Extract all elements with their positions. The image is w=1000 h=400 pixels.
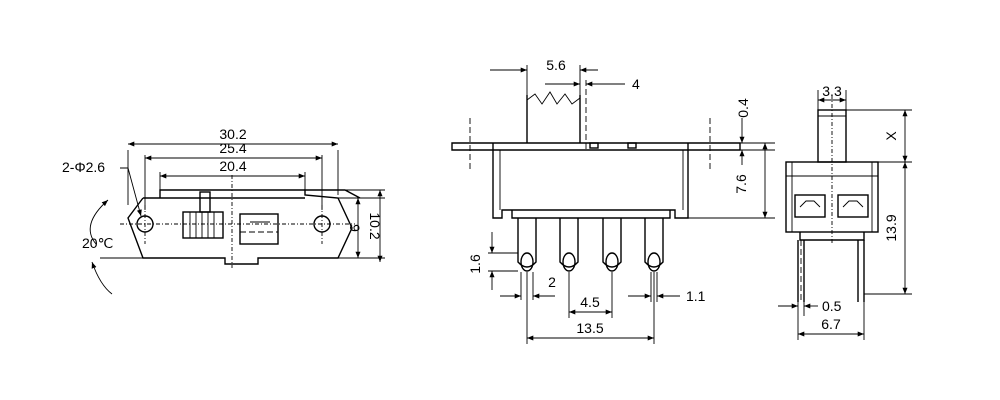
dim-tab-label: 0.4 xyxy=(735,98,751,118)
end-actuator xyxy=(817,109,847,163)
dim-width-label: 6.7 xyxy=(821,316,841,332)
end-contact-left xyxy=(794,194,826,218)
dim-x-label: X xyxy=(883,131,899,141)
end-contact-left-detail xyxy=(799,200,821,208)
side-actuator-break xyxy=(526,91,581,105)
end-contact-right-detail xyxy=(842,200,864,208)
dim-offset-label: 4 xyxy=(632,76,640,92)
dim-body-label: 20.4 xyxy=(219,158,246,174)
end-view: 3.3 X 13.9 0.5 6.7 xyxy=(778,83,912,340)
end-pin-left xyxy=(797,240,805,302)
side-pins xyxy=(517,218,664,272)
side-mount-plate xyxy=(451,142,741,151)
dim-pin-width-label: 2 xyxy=(548,274,556,290)
dim-pin-span-label: 13.5 xyxy=(576,320,603,336)
dim-height-label: 13.9 xyxy=(883,214,899,241)
side-detent xyxy=(589,142,599,149)
dim-body-height-label: 7.6 xyxy=(733,174,749,194)
angle-label: 20℃ xyxy=(82,235,113,251)
angle-arc-bottom xyxy=(91,261,113,295)
dim-actuator-label: 5.6 xyxy=(546,57,566,73)
front-body-top xyxy=(159,189,305,198)
dim-height-outer-label: 10.2 xyxy=(367,212,383,239)
dim-actuator-width-label: 3.3 xyxy=(822,83,842,99)
side-body xyxy=(492,143,689,219)
hole-callout-label: 2-Φ2.6 xyxy=(62,159,105,175)
angle-arc-top xyxy=(89,199,109,245)
side-base xyxy=(511,210,671,219)
end-base xyxy=(799,232,865,241)
side-actuator xyxy=(526,95,581,143)
end-pin-right xyxy=(857,240,865,302)
dim-pin-thickness-label: 1.1 xyxy=(686,288,706,304)
front-plate-outline xyxy=(127,189,361,265)
dim-overall-label: 30.2 xyxy=(219,126,246,142)
dim-holes-label: 25.4 xyxy=(219,140,246,156)
dim-pin-pitch-label: 4.5 xyxy=(580,294,600,310)
side-view: 5.6 4 0.4 7.6 1.6 2 4.5 1.1 xyxy=(451,57,775,344)
dim-height-inner-label: 9 xyxy=(347,224,363,232)
dim-pin-label: 0.5 xyxy=(822,298,842,314)
front-actuator xyxy=(199,191,211,213)
front-slider xyxy=(182,211,224,239)
side-detent-2 xyxy=(627,142,637,149)
end-contact-right xyxy=(837,194,869,218)
front-contact-block xyxy=(239,213,279,245)
hole-callout-leader xyxy=(120,167,142,217)
slider-ridges xyxy=(189,212,215,238)
dim-pin-loop-label: 1.6 xyxy=(467,254,483,274)
front-view: 30.2 25.4 20.4 2-Φ2.6 20℃ 9 10.2 xyxy=(62,126,385,295)
